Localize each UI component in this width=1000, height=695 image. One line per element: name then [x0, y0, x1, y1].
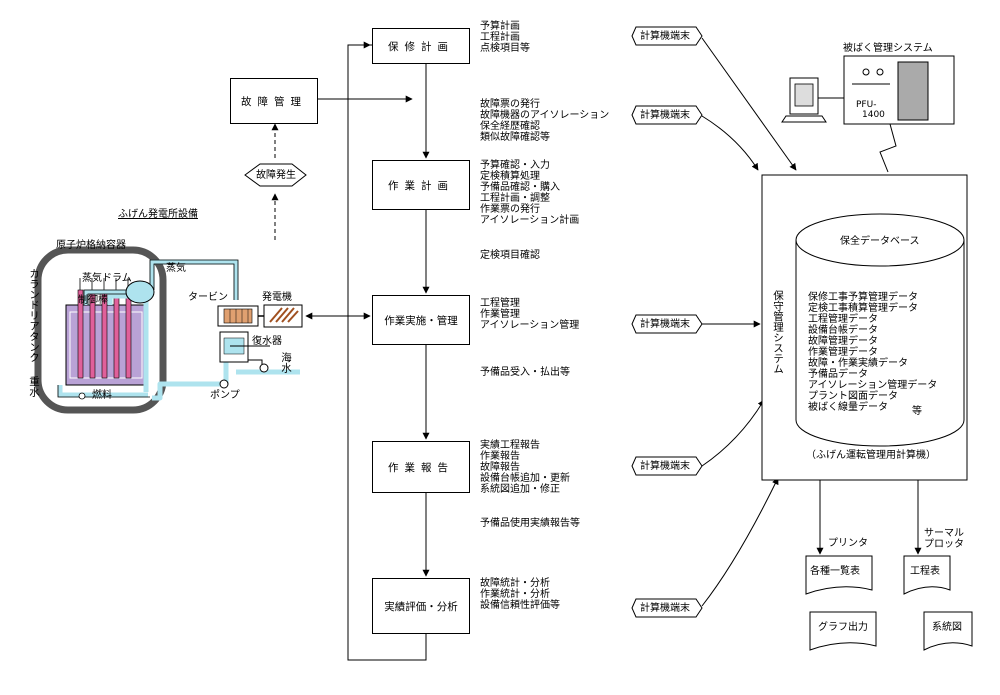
notes-maintenance-plan: 予算計画工程計画点検項目等 [480, 21, 530, 54]
steam-drum [125, 280, 155, 304]
note-spare-parts: 予備品受入・払出等 [480, 367, 570, 378]
fault-notes: 故障票の発行故障機器のアイソレーション保全経歴確認類似故障確認等 [480, 99, 610, 143]
terminal-shapes [631, 26, 703, 618]
pump-label: ポンプ [210, 390, 240, 401]
output-graph-label: グラフ出力 [818, 622, 868, 633]
output-schedule-label: 工程表 [910, 566, 940, 577]
plotter-label: サーマルプロッタ [924, 528, 964, 550]
turbine-label: タービン [188, 292, 228, 303]
printer-label: プリンタ [828, 538, 868, 549]
generator-label: 発電機 [262, 292, 292, 303]
terminal-arrows [701, 37, 797, 607]
terminal-label-1: 計算機端末 [640, 31, 690, 42]
fault-management-box: 故障管理 [230, 78, 318, 124]
pump [219, 379, 229, 389]
system-label: 保守管理システム [772, 290, 784, 374]
notes-work-execution: 工程管理作業管理アイソレーション管理 [480, 298, 580, 331]
notes-work-report: 実績工程報告作業報告故障報告設備台帳追加・更新系統図追加・修正 [480, 440, 570, 495]
steam-label: 蒸気 [166, 263, 186, 274]
note-periodic-check: 定検項目確認 [480, 250, 540, 261]
fault-event-shape [244, 163, 307, 187]
plant-illustration [34, 246, 303, 414]
db-etc: 等 [912, 406, 922, 417]
fuel-label: 燃料 [92, 390, 112, 401]
flow-box-evaluation: 実績評価・分析 [372, 578, 470, 634]
exposure-title: 被ばく管理システム [843, 43, 933, 54]
steam-drum-label: 蒸気ドラム [82, 273, 132, 284]
flow-connectors [305, 41, 430, 661]
flow-box-work-execution: 作業実施・管理 [372, 295, 470, 345]
flow-box-work-plan: 作業計画 [372, 160, 470, 210]
database-cylinder [795, 213, 965, 447]
db-items: 保修工事予算管理データ定検工事積算管理データ工程管理データ設備台帳データ故障管理… [808, 292, 938, 413]
flow-box-work-report: 作業報告 [372, 441, 470, 493]
flow-box-maintenance-plan: 保修計画 [372, 28, 470, 64]
plant-title: ふげん発電所設備 [118, 209, 198, 220]
terminal-label-4: 計算機端末 [640, 461, 690, 472]
seawater-label: 海水 [280, 352, 292, 373]
control-rod-label: 制御棒 [78, 295, 108, 306]
exposure-model: PFU-1400 [856, 100, 885, 120]
output-documents [805, 555, 973, 651]
condenser-label: 復水器 [252, 336, 282, 347]
notes-evaluation: 故障統計・分析作業統計・分析設備信頼性評価等 [480, 578, 560, 611]
control-rods [77, 289, 132, 379]
fault-event-label: 故障発生 [256, 170, 296, 181]
computer-label: （ふげん運転管理用計算機） [806, 450, 936, 461]
terminal-label-3: 計算機端末 [640, 319, 690, 330]
calandria-label: カランドリアタンク [28, 268, 40, 363]
output-arrows [816, 480, 922, 555]
db-title: 保全データベース [840, 236, 920, 247]
note-spare-usage: 予備品使用実績報告等 [480, 518, 580, 529]
containment-label: 原子炉格納容器 [56, 240, 126, 251]
notes-work-plan: 予算確認・入力定検積算処理予備品確認・購入工程計画・調整作業票の発行アイソレーシ… [480, 160, 580, 226]
terminal-label-5: 計算機端末 [640, 603, 690, 614]
output-system-diagram-label: 系統図 [932, 622, 962, 633]
terminal-label-2: 計算機端末 [640, 110, 690, 121]
exposure-computer [781, 55, 955, 173]
output-list-label: 各種一覧表 [810, 566, 860, 577]
generator [263, 304, 303, 328]
heavy-water-label: 重水 [28, 376, 40, 397]
